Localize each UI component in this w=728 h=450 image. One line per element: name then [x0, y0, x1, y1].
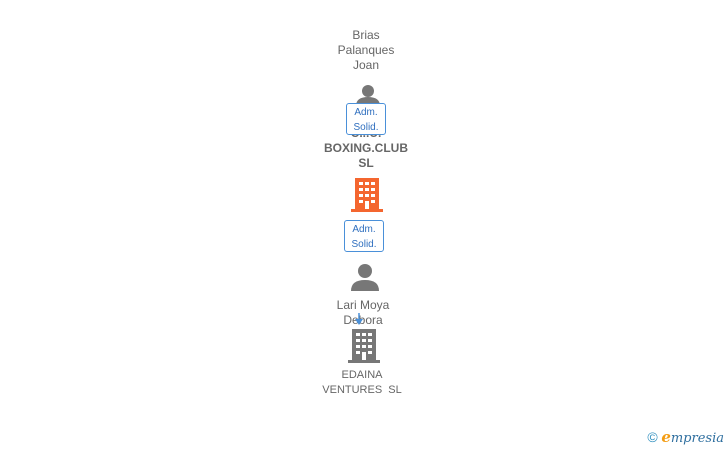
arrow-down-icon [355, 313, 363, 325]
person-icon[interactable] [351, 263, 379, 291]
building-icon[interactable] [348, 329, 380, 363]
relation-top-line1: Adm. [354, 107, 378, 118]
relation-middle-line2: Solid. [351, 239, 377, 250]
person-top-name-3: Joan [352, 58, 380, 72]
person-bottom-label: Lari Moya Debora [323, 298, 403, 328]
company-center-name-3: SL [358, 156, 374, 170]
copyright-icon: © [647, 429, 658, 445]
company-bottom-label[interactable]: EDAINA VENTURES SL [312, 368, 412, 398]
person-bottom-name-1: Lari Moya [336, 298, 390, 312]
brand-logo-e: e [661, 428, 671, 446]
relation-badge-top[interactable]: Adm. Solid. [346, 103, 386, 135]
person-top-label: Brias Palanques Joan [326, 28, 406, 73]
relation-middle-line1: Adm. [352, 224, 376, 235]
person-top-name-2: Palanques [337, 43, 395, 57]
company-center-name-2: BOXING.CLUB [324, 141, 408, 155]
company-bottom-name-2: VENTURES SL [322, 384, 402, 396]
person-top-name-1: Brias [352, 28, 380, 42]
brand-footer[interactable]: © empresia [647, 428, 724, 446]
person-bottom-name-2: Debora [343, 313, 383, 327]
building-icon[interactable] [351, 178, 383, 212]
brand-logo-text: mpresia [670, 431, 724, 446]
company-bottom-name-1: EDAINA [341, 369, 383, 381]
relation-badge-middle[interactable]: Adm. Solid. [344, 220, 384, 252]
relation-top-line2: Solid. [353, 122, 379, 133]
